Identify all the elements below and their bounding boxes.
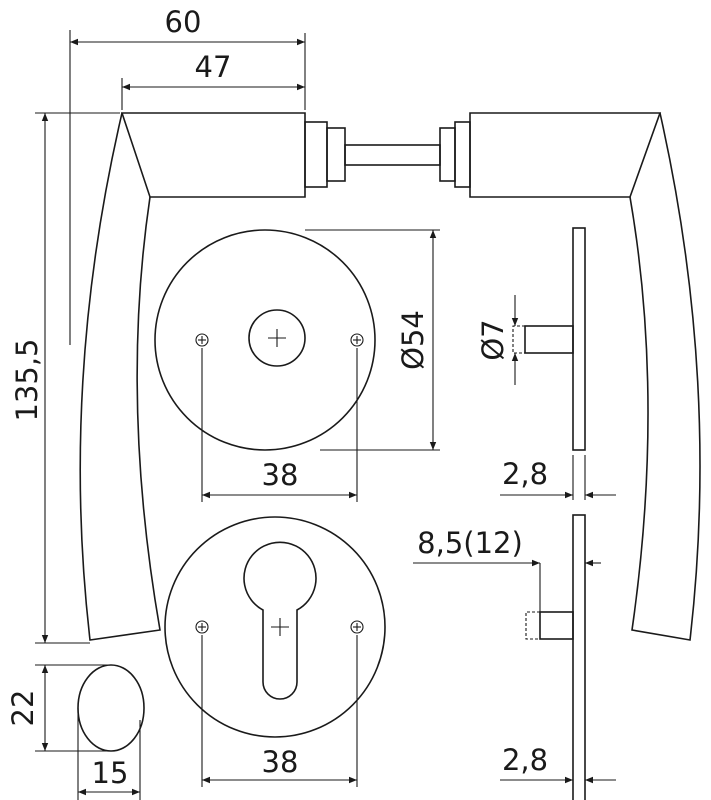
dimension-60: 60 — [69, 5, 306, 345]
dimension-label: Ø7 — [476, 319, 510, 360]
rosette-side-view-bottom: 8,5(12) 2,8 — [413, 514, 616, 800]
spindle — [304, 121, 471, 188]
round-rosette-keyhole — [154, 229, 376, 451]
dimension-label: Ø54 — [396, 310, 430, 370]
dimension-diameter-54: Ø54 — [305, 229, 440, 451]
dimension-label: 47 — [195, 50, 232, 84]
dimension-label: 38 — [262, 745, 299, 779]
dimension-label: 38 — [262, 458, 299, 492]
dimension-label: 2,8 — [502, 457, 548, 491]
dimension-label: 135,5 — [10, 338, 44, 421]
dimension-label: 8,5(12) — [417, 526, 523, 560]
left-lever-handle — [79, 112, 306, 641]
dimension-135-5: 135,5 — [10, 112, 120, 644]
dimension-47: 47 — [121, 50, 305, 110]
dimension-label: 60 — [165, 5, 202, 39]
rosette-side-view-top: Ø7 2,8 — [476, 227, 616, 500]
round-rosette-euro-cylinder — [164, 516, 386, 738]
right-lever-handle — [469, 112, 701, 641]
dimension-38-bottom: 38 — [201, 635, 358, 787]
dimension-38-top: 38 — [201, 348, 358, 502]
dimension-label: 2,8 — [502, 743, 548, 777]
lever-cross-section: 22 15 — [6, 664, 145, 800]
dimension-label: 22 — [6, 690, 40, 727]
dimension-label: 15 — [92, 756, 129, 790]
